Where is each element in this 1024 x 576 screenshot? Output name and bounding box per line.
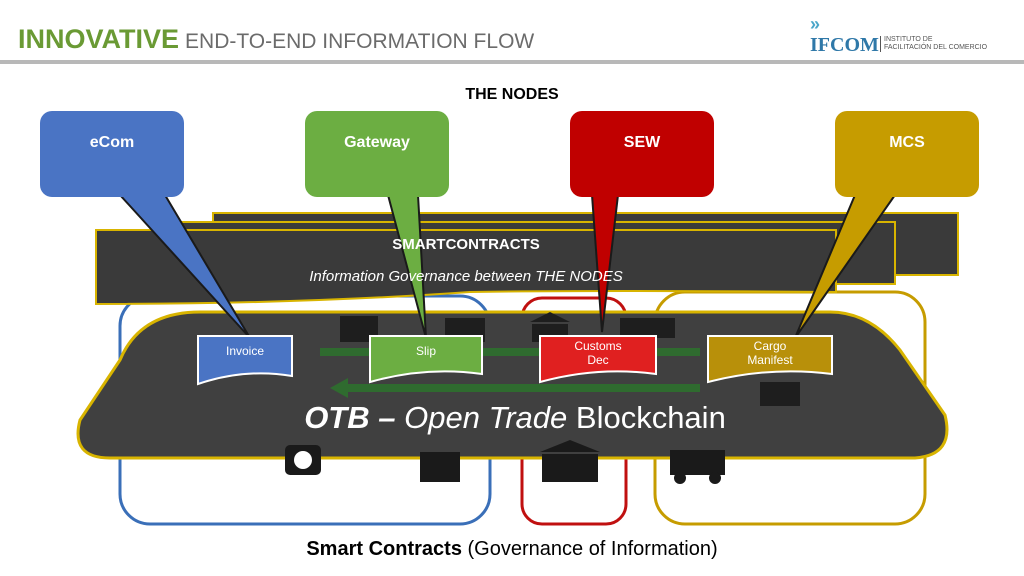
smartcontracts-subtitle: Information Governance between THE NODES	[309, 268, 623, 285]
node-gateway: Gateway	[305, 111, 449, 197]
flow-arrow-head	[330, 378, 348, 398]
ifcom-logo: » IFCOM INSTITUTO DE FACILITACIÓN DEL CO…	[810, 14, 1010, 56]
footer-bold: Smart Contracts	[306, 538, 462, 560]
node-ecom: eCom	[40, 111, 184, 197]
otb-title: OTB – Open Trade Blockchain	[80, 400, 950, 436]
bank-top-icon	[530, 312, 570, 322]
bottom-icons	[285, 440, 725, 484]
header-divider	[0, 60, 1024, 64]
top-icons	[340, 312, 800, 406]
otb-acronym: OTB	[304, 400, 370, 435]
cargo-manifest-label: Cargo Manifest	[708, 339, 832, 367]
bank-roof-icon	[540, 440, 600, 452]
footer-rest: (Governance of Information)	[467, 538, 718, 560]
slip-label: Slip	[370, 344, 482, 358]
warehouse-icon	[420, 452, 460, 482]
otb-dash: –	[378, 400, 396, 435]
ship-icon	[760, 382, 800, 406]
invoice-label-line1: Invoice	[225, 344, 265, 358]
bank-icon	[542, 454, 598, 482]
title-rest: END-TO-END INFORMATION FLOW	[185, 30, 535, 53]
invoice-document	[197, 335, 293, 386]
customs-dec-document	[539, 335, 657, 384]
nodes-heading: THE NODES	[465, 86, 559, 103]
title-bold: INNOVATIVE	[18, 24, 180, 54]
otb-blockchain: Blockchain	[575, 400, 726, 435]
cargo-manifest-document	[707, 335, 833, 384]
logo-subtitle-line2: FACILITACIÓN DEL COMERCIO	[884, 44, 988, 51]
logo-subtitle: INSTITUTO DE FACILITACIÓN DEL COMERCIO	[880, 36, 987, 52]
smartcontract-layer-front	[95, 229, 837, 306]
otb-open-trade: Open Trade	[404, 400, 568, 435]
invoice-label: Invoice	[198, 344, 292, 358]
customs-dec-label: Customs Dec	[540, 339, 656, 367]
logo-name: IFCOM	[810, 34, 879, 56]
node-sew: SEW	[570, 111, 714, 197]
truck-top-icon	[620, 318, 675, 338]
logo-subtitle-line1: INSTITUTO DE	[884, 36, 933, 43]
customs-dec-label-line1: Customs	[574, 339, 622, 353]
smartcontracts-title: SMARTCONTRACTS	[392, 236, 540, 253]
truck-icon	[670, 450, 725, 475]
cargo-manifest-label-line2: Manifest	[747, 353, 793, 367]
cargo-manifest-label-line1: Cargo	[753, 339, 787, 353]
slip-document	[369, 335, 483, 384]
slip-label-line1: Slip	[415, 344, 436, 358]
footer-caption: Smart Contracts (Governance of Informati…	[0, 538, 1024, 561]
customs-dec-label-line2: Dec	[587, 353, 609, 367]
node-mcs: MCS	[835, 111, 979, 197]
logo-mark-icon: »	[810, 14, 820, 34]
